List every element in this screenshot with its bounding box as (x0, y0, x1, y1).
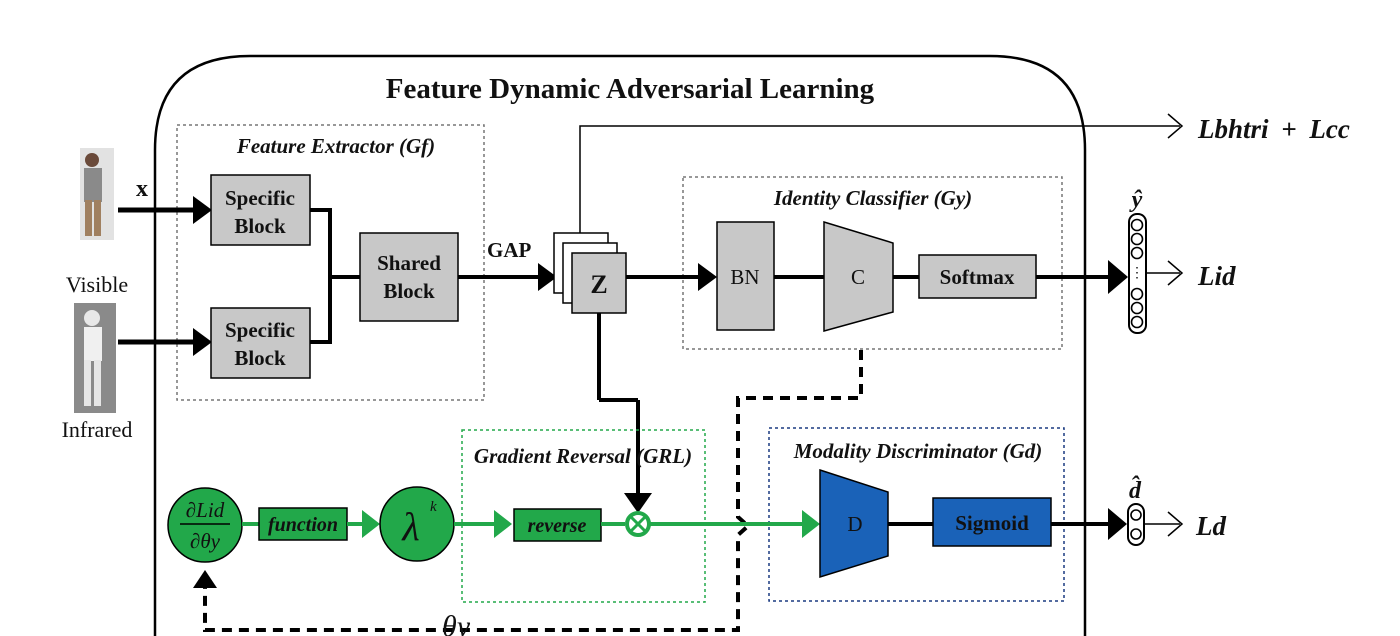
gap-label: GAP (487, 238, 532, 262)
arrow-head (193, 570, 217, 588)
loss-plus: + (1281, 114, 1296, 144)
softmax-label: Softmax (940, 265, 1015, 289)
gradient-reversal-box (461, 429, 706, 603)
arrow-head (193, 328, 212, 356)
lambda-superscript: k (430, 499, 437, 515)
loss-triplet-b: Lcc (1308, 114, 1349, 144)
z-feature-block (571, 252, 627, 314)
outer-frame (153, 54, 1087, 636)
specific-block-bottom-line1: Specific (225, 318, 295, 342)
arrow-head (494, 510, 512, 538)
function-label: function (268, 514, 338, 536)
reverse-block (513, 508, 602, 542)
c-block (823, 220, 894, 332)
z-label: Z (590, 270, 607, 299)
specific-block-top-line2: Block (234, 214, 286, 238)
visible-person-image (80, 148, 114, 240)
arrow-head (624, 493, 652, 513)
shared-block-line1: Shared (377, 251, 441, 275)
bn-label: BN (730, 265, 759, 289)
main-title: Feature Dynamic Adversarial Learning (386, 73, 875, 105)
theta-label: θy (442, 610, 471, 636)
c-label: C (851, 265, 865, 289)
loss-triplet-a: Lbhtri (1197, 114, 1269, 144)
multiply-node-icon (625, 511, 651, 537)
function-block (258, 507, 348, 541)
infrared-label: Infrared (62, 417, 133, 442)
arrow-head (362, 510, 380, 538)
arrow-head (802, 510, 820, 538)
lambda-label: λ (401, 504, 419, 549)
arrow-head (538, 263, 557, 291)
loss-d-label: Ld (1195, 511, 1226, 541)
y-hat-label: ŷ (1129, 187, 1143, 213)
svg-text:⋮: ⋮ (1130, 266, 1144, 281)
sigmoid-block (932, 497, 1052, 547)
arrow-head (698, 263, 717, 291)
d-block (819, 468, 889, 579)
infrared-person-image (74, 303, 116, 413)
feature-extractor-title: Feature Extractor (Gf) (236, 134, 435, 158)
feedback-path (203, 350, 863, 632)
identity-classifier-title: Identity Classifier (Gy) (773, 186, 972, 210)
feature-extractor-box (176, 124, 485, 401)
d-hat-vector (1127, 503, 1145, 546)
arrow-head (193, 196, 212, 224)
specific-block-top (210, 174, 311, 246)
shared-block-line2: Block (383, 279, 435, 303)
derivative-denominator: ∂θy (190, 529, 221, 553)
bn-block (716, 221, 775, 331)
reverse-label: reverse (528, 515, 587, 537)
d-hat-label: d̂ (1129, 476, 1142, 504)
d-label: D (847, 512, 862, 536)
sigmoid-label: Sigmoid (955, 511, 1029, 535)
visible-label: Visible (66, 272, 128, 297)
loss-id-label: Lid (1197, 261, 1236, 291)
softmax-block (918, 254, 1037, 299)
arrow-head (1108, 260, 1128, 294)
specific-block-bottom-line2: Block (234, 346, 286, 370)
gradient-reversal-title: Gradient Reversal (GRL) (474, 444, 692, 468)
modality-discriminator-title: Modality Discriminator (Gd) (793, 439, 1043, 463)
derivative-numerator: ∂Lid (186, 498, 225, 522)
shared-block (359, 232, 459, 322)
arrow-head (1108, 508, 1127, 540)
identity-classifier-box (682, 176, 1063, 350)
x-label: x (136, 176, 148, 202)
specific-block-top-line1: Specific (225, 186, 295, 210)
loss-triplet-label: Lbhtri + Lcc (1197, 114, 1350, 144)
